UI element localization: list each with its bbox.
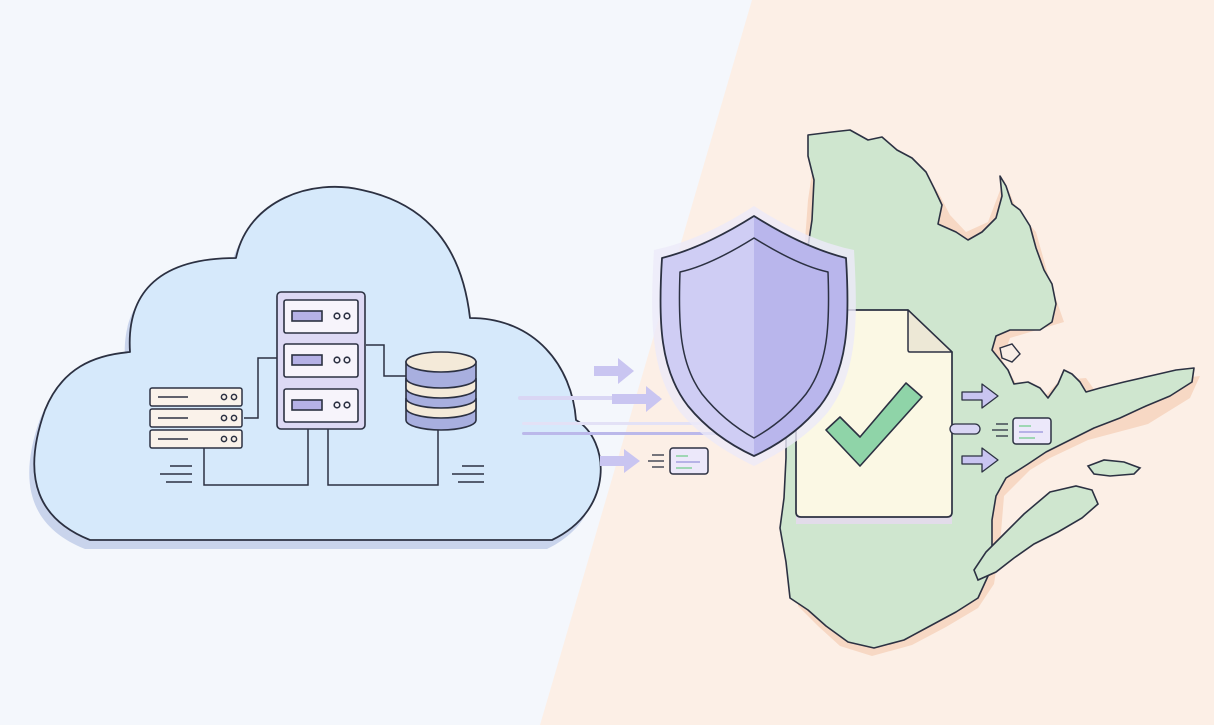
arrow-icon — [961, 383, 999, 409]
arrow-icon — [600, 449, 640, 473]
data-packet-icon — [648, 447, 709, 475]
shield-icon — [652, 206, 856, 466]
server-tower-icon — [276, 291, 366, 430]
tower-unit — [283, 343, 359, 378]
arrow-icon — [961, 447, 999, 473]
db-band — [405, 377, 477, 399]
arrow-icon — [612, 386, 662, 412]
data-packet-icon — [992, 417, 1052, 445]
speed-lines-left — [160, 465, 192, 483]
db-top — [405, 351, 477, 373]
tower-unit — [283, 299, 359, 334]
shield-inner-outline — [678, 237, 830, 439]
speed-lines-right — [452, 465, 484, 483]
shield-left — [660, 216, 754, 456]
db-band — [405, 397, 477, 419]
rack-unit — [149, 387, 243, 407]
document-fold — [907, 309, 953, 353]
rack-unit — [149, 429, 243, 449]
map-peninsula — [973, 485, 1099, 582]
database-icon — [405, 351, 477, 431]
arrow-icon — [594, 358, 634, 384]
connection-lines — [203, 344, 439, 486]
rack-unit — [149, 408, 243, 428]
map-lake — [999, 343, 1021, 363]
map-island — [1086, 459, 1142, 477]
check-icon — [825, 382, 923, 467]
tower-unit — [283, 388, 359, 423]
flow-connector — [949, 423, 981, 435]
shield-right — [754, 216, 848, 456]
server-rack-icon — [149, 387, 243, 449]
shield-outline — [659, 215, 849, 457]
